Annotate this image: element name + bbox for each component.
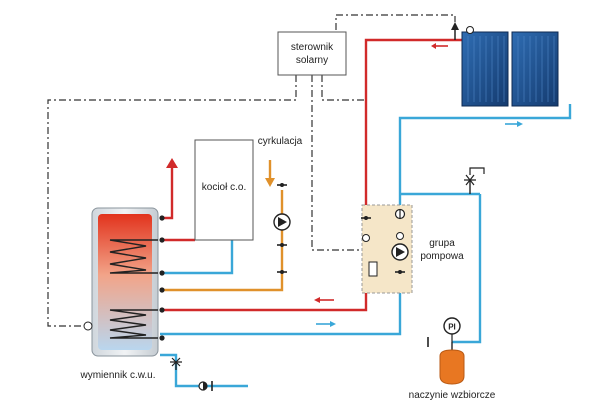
hot-water-outlet-arrow-icon [166,158,178,168]
solar-collectors [461,31,559,107]
air-vent-icon [451,22,459,40]
cold-pipes [160,104,572,388]
valve-icon [159,287,165,293]
pump-group [361,204,413,294]
circulation-pump-icon [273,213,291,231]
upper-heating-coil [109,239,158,274]
valve-icon [159,215,165,221]
solar-return-pipe [160,104,572,336]
circulation-arrow-head-icon [265,178,275,187]
pump-group-sensor-2-icon [396,232,404,240]
pump-group-sensor-icon [362,234,370,242]
circulation-valve-bottom-icon [277,270,287,274]
boiler: kocioł c.o. [194,139,254,241]
solar-controller: sterownik solarny [277,31,347,76]
hot-water-tank [91,207,159,357]
pump-group-valve-icon [361,216,371,220]
circulation-check-valve-icon [277,243,287,247]
solar-panel-left [461,31,509,107]
solar-supply-pipe [160,38,470,312]
valve-icon [159,270,165,276]
controller-label-line2: solarny [296,55,328,66]
inlet-safety-valve-icon [170,357,182,370]
panel-temperature-sensor-icon [466,26,474,34]
control-line-to-panel-sensor [335,14,456,45]
pump-group-label-line2: pompowa [420,251,464,262]
solar-panel-right [511,31,559,107]
expansion-vessel-pipe [452,194,482,344]
controller-label-line1: sterownik [291,42,334,53]
inlet-check-valve-icon [198,381,208,391]
boiler-label: kocioł c.o. [202,182,246,193]
valve-icon [159,335,165,341]
pump-group-label-line1: grupa [429,238,455,249]
pump-group-check-valve-icon [394,208,406,220]
control-line-to-pump-group [311,75,362,251]
control-line-secondary [321,75,367,101]
pressure-gauge-label: PI [448,323,456,332]
expansion-vessel-label: naczynie wzbiorcze [409,390,496,401]
flow-arrow-cold-bottom [316,321,336,327]
flow-arrow-hot-bottom [314,297,334,303]
tank-temperature-sensor-icon [83,321,93,331]
valve-icon [159,307,165,313]
expansion-vessel [439,342,465,385]
lower-solar-coil [109,309,158,339]
solar-pump-icon [391,243,409,261]
flow-arrow-hot-top [431,43,448,49]
boiler-return-pipe [160,240,234,275]
flow-arrow-cold-top [505,121,523,127]
circulation-valve-icon [277,183,287,187]
safety-valve-icon [464,167,485,194]
hot-water-outlet-pipe [160,166,174,220]
control-line-to-tank-sensor [47,75,297,327]
tank-valves [159,215,165,341]
pressure-gauge: PI [443,317,461,342]
valve-icon [159,237,165,243]
pump-group-valve-bottom-icon [395,270,405,274]
pump-group-flowmeter-icon [368,261,378,277]
circulation-label: cyrkulacja [258,136,303,147]
tank-label: wymiennik c.w.u. [79,370,155,381]
